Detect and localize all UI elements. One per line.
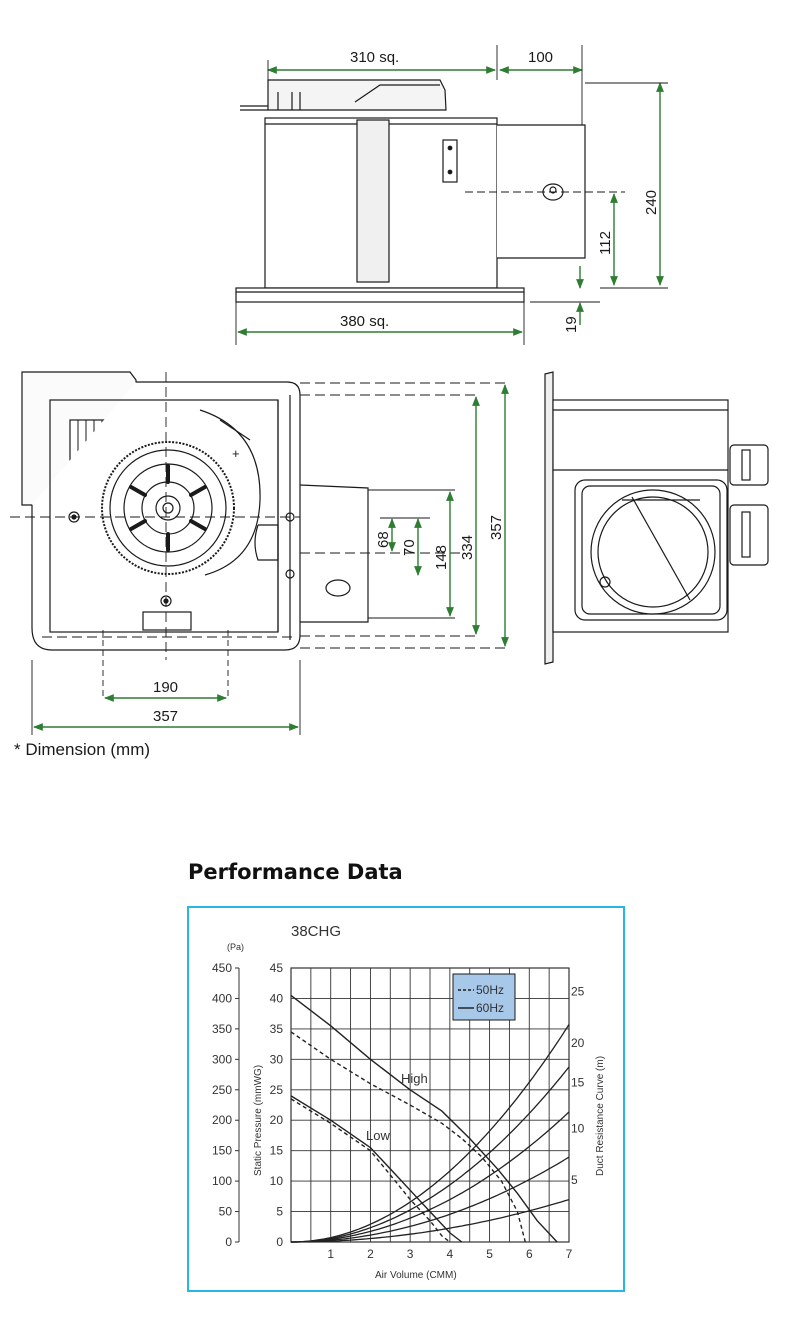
pa-tick-label: 300 <box>212 1052 232 1066</box>
x-tick-label: 7 <box>566 1247 573 1261</box>
dim-380-sq: 380 sq. <box>340 313 389 330</box>
duct-curve <box>291 1024 570 1243</box>
chart-model-label: 38CHG <box>291 923 341 940</box>
legend-60hz-label: 60Hz <box>476 1001 504 1015</box>
dim-70: 70 <box>401 539 418 556</box>
side-elevation-view <box>235 79 625 303</box>
dim-190: 190 <box>153 679 178 696</box>
x-tick-label: 6 <box>526 1247 533 1261</box>
performance-title: Performance Data <box>188 860 403 884</box>
duct-end-view <box>544 371 769 665</box>
pa-axis: 0 50 100 150 200 250 300 350 400 450 <box>212 961 240 1249</box>
series-low-60hz <box>290 1095 463 1243</box>
duct-curve <box>291 1198 570 1243</box>
chart-legend: 50Hz 60Hz <box>452 973 516 1021</box>
pa-tick-label: 400 <box>212 991 232 1005</box>
dim-68: 68 <box>375 531 392 548</box>
dim-112: 112 <box>597 231 614 255</box>
performance-series <box>290 994 558 1243</box>
duct-tick-label: 20 <box>571 1036 585 1050</box>
series-high-50hz <box>290 1031 526 1243</box>
mmwg-tick-label: 25 <box>270 1083 284 1097</box>
side-elevation-labels: 310 sq. 100 240 112 19 380 sq. <box>340 49 660 333</box>
mmwg-tick-label: 20 <box>270 1113 284 1127</box>
pa-unit-label: (Pa) <box>227 942 244 952</box>
pa-tick-label: 100 <box>212 1174 232 1188</box>
svg-text:+: + <box>232 446 240 461</box>
legend-box <box>452 973 516 1021</box>
dim-334: 334 <box>459 535 476 560</box>
series-high-60hz <box>290 994 558 1243</box>
mmwg-tick-label: 45 <box>270 961 284 975</box>
pa-tick-label: 450 <box>212 961 232 975</box>
plan-view: + <box>10 371 510 735</box>
mmwg-tick-label: 10 <box>270 1174 284 1188</box>
dim-310-sq: 310 sq. <box>350 49 399 66</box>
series-low-50hz <box>290 1098 451 1243</box>
pa-tick-label: 200 <box>212 1113 232 1127</box>
duct-tick-label: 10 <box>571 1121 585 1135</box>
x-tick-label: 2 <box>367 1247 374 1261</box>
plan-view-labels: 68 70 148 334 357 190 357 <box>153 515 505 725</box>
x-tick-label: 3 <box>407 1247 414 1261</box>
x-axis-title: Air Volume (CMM) <box>375 1270 457 1281</box>
plan-view-dimensions <box>33 384 509 731</box>
x-tick-label: 5 <box>486 1247 493 1261</box>
x-tick-label: 1 <box>327 1247 334 1261</box>
dim-357-vertical: 357 <box>488 515 505 540</box>
dim-148: 148 <box>433 545 450 570</box>
mmwg-tick-label: 35 <box>270 1022 284 1036</box>
y-axis-title: Static Pressure (mmWG) <box>253 1065 264 1176</box>
x-axis: 1 2 3 4 5 6 7 <box>327 1247 572 1261</box>
side-elevation-dimensions <box>235 45 668 345</box>
dimension-unit-note: * Dimension (mm) <box>14 740 151 759</box>
legend-50hz-label: 50Hz <box>476 983 504 997</box>
mmwg-tick-label: 0 <box>276 1235 283 1249</box>
duct-tick-label: 5 <box>571 1173 578 1187</box>
mmwg-axis: 0 5 10 15 20 25 30 35 40 45 <box>270 961 284 1249</box>
mmwg-tick-label: 5 <box>276 1205 283 1219</box>
duct-tick-label: 25 <box>571 984 585 998</box>
dim-357-horizontal: 357 <box>153 708 178 725</box>
duct-axis: 5 10 15 20 25 <box>571 984 585 1187</box>
low-label: Low <box>366 1128 390 1143</box>
duct-tick-label: 15 <box>571 1076 585 1090</box>
technical-drawing: 310 sq. 100 240 112 19 380 sq. <box>10 45 769 735</box>
chart-grid <box>290 967 570 1243</box>
mmwg-tick-label: 30 <box>270 1052 284 1066</box>
mmwg-tick-label: 15 <box>270 1144 284 1158</box>
duct-curve <box>291 1066 570 1243</box>
dim-100: 100 <box>528 49 553 66</box>
mmwg-tick-label: 40 <box>270 991 284 1005</box>
high-label: High <box>401 1071 428 1086</box>
y2-axis-title: Duct Resistance Curve (m) <box>595 1056 606 1176</box>
pa-tick-label: 150 <box>212 1144 232 1158</box>
duct-curve <box>291 1111 570 1243</box>
pa-tick-label: 0 <box>225 1235 232 1249</box>
dim-19: 19 <box>563 316 580 333</box>
x-tick-label: 4 <box>447 1247 454 1261</box>
duct-resistance-curves <box>291 1024 570 1243</box>
pa-tick-label: 350 <box>212 1022 232 1036</box>
pa-tick-label: 50 <box>219 1205 233 1219</box>
duct-curve <box>291 1156 570 1243</box>
pa-tick-label: 250 <box>212 1083 232 1097</box>
dim-240: 240 <box>643 190 660 215</box>
